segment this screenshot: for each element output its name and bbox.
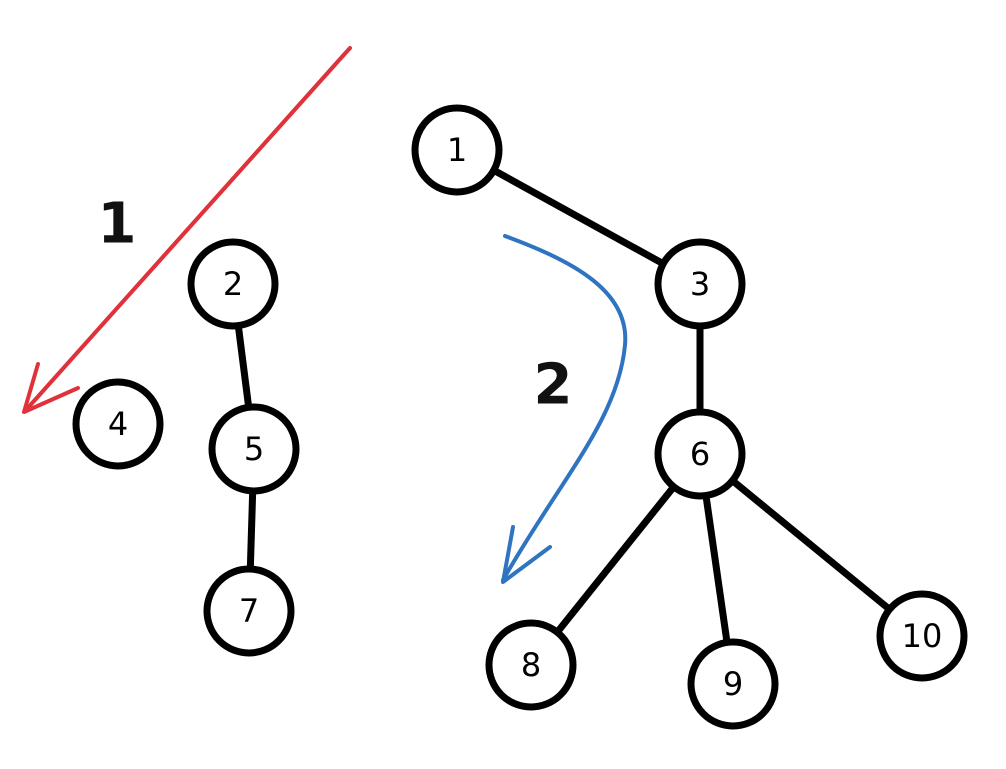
edge-n6-n10 xyxy=(696,450,926,640)
node-7: 7 xyxy=(203,565,295,657)
arrow-2-shaft xyxy=(501,234,628,582)
arrow-1-label: 1 xyxy=(98,192,137,257)
node-circle xyxy=(187,238,279,330)
node-circle xyxy=(654,238,746,330)
node-3: 3 xyxy=(654,238,746,330)
node-circle xyxy=(876,590,968,682)
node-label: 4 xyxy=(108,405,128,443)
arrow-1-head xyxy=(22,362,80,414)
node-circle xyxy=(411,104,503,196)
node-label: 10 xyxy=(902,617,943,655)
node-circle xyxy=(485,619,577,711)
node-10: 10 xyxy=(876,590,968,682)
node-circle xyxy=(203,565,295,657)
nodes-layer: 1 2 3 4 5 6 7 8 9 10 xyxy=(72,104,968,730)
node-circle xyxy=(208,403,300,495)
arrow-2-label: 2 xyxy=(534,353,573,418)
node-label: 3 xyxy=(690,265,710,303)
arrow-1-shaft-double xyxy=(29,51,346,405)
edge-n1-n3 xyxy=(453,146,704,288)
arrow-1: 1 xyxy=(22,46,352,414)
node-5: 5 xyxy=(208,403,300,495)
arrow-1-shaft xyxy=(24,46,352,412)
node-4: 4 xyxy=(72,378,164,470)
node-9: 9 xyxy=(687,638,779,730)
node-label: 7 xyxy=(239,592,259,630)
node-6: 6 xyxy=(654,408,746,500)
node-label: 2 xyxy=(223,265,243,303)
node-label: 6 xyxy=(690,435,710,473)
node-2: 2 xyxy=(187,238,279,330)
arrow-2-head xyxy=(501,525,552,584)
node-label: 1 xyxy=(447,131,467,169)
node-1: 1 xyxy=(411,104,503,196)
node-label: 9 xyxy=(723,665,743,703)
node-8: 8 xyxy=(485,619,577,711)
node-circle xyxy=(687,638,779,730)
edges-layer xyxy=(229,146,926,688)
node-circle xyxy=(72,378,164,470)
arrow-2: 2 xyxy=(501,234,628,584)
node-circle xyxy=(654,408,746,500)
node-label: 8 xyxy=(521,646,541,684)
node-label: 5 xyxy=(244,430,264,468)
